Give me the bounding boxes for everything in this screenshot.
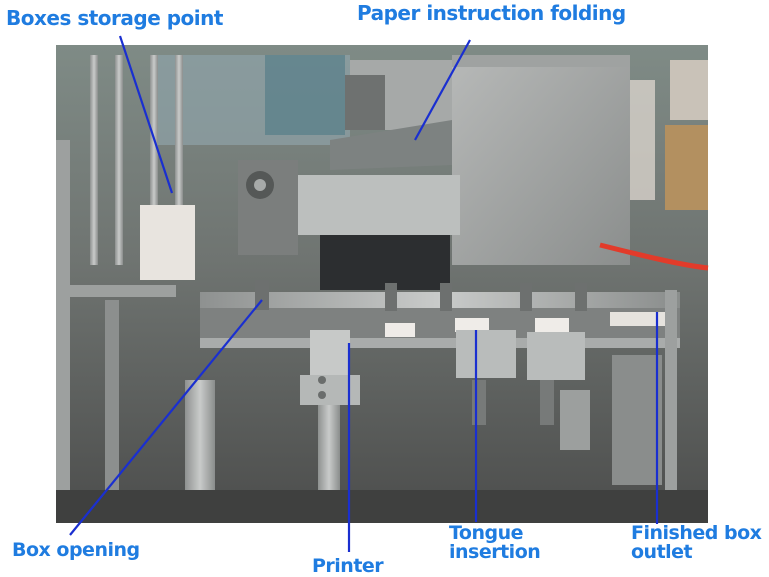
frame-post-right: [665, 290, 677, 490]
printer-plate: [300, 375, 360, 405]
label-tongue-line-1: Tongue: [449, 522, 524, 544]
tongue-plate-1: [456, 330, 516, 378]
white-sheet: [670, 60, 708, 120]
pointer-paper: [414, 39, 471, 141]
label-finished-box-outlet: Finished box outlet: [631, 522, 762, 563]
lower-cylinder: [185, 380, 215, 490]
box-on-conveyor: [385, 323, 415, 337]
pointer-opening: [69, 299, 263, 536]
label-tongue-line-2: insertion: [449, 541, 541, 563]
machine-base: [56, 490, 708, 523]
bolt: [318, 376, 326, 384]
frame-beam-left: [56, 285, 176, 297]
conveyor-rail-bottom: [200, 338, 680, 348]
box-on-conveyor: [535, 318, 569, 332]
pusher: [255, 280, 269, 310]
outlet-mechanism: [560, 390, 590, 450]
label-paper-instruction-folding: Paper instruction folding: [357, 1, 626, 25]
storage-rod-4: [175, 55, 183, 270]
printer-column: [318, 405, 340, 500]
finished-boxes: [610, 312, 665, 326]
folding-housing-top: [452, 55, 630, 67]
pusher: [385, 283, 397, 311]
label-tongue-insertion: Tongue insertion: [449, 522, 541, 563]
back-window-pane: [265, 55, 345, 135]
paper-feeder-block: [345, 75, 385, 130]
frame-post-left: [56, 140, 70, 510]
box-stack: [140, 205, 195, 280]
dark-motor-block: [320, 235, 450, 290]
gear-hub: [254, 179, 266, 191]
printer-head: [310, 330, 350, 375]
wooden-crate: [665, 125, 708, 210]
outlet-panel: [612, 355, 662, 485]
red-tube: [599, 242, 709, 271]
pointer-storage: [118, 35, 174, 194]
folding-housing: [452, 55, 630, 265]
paper-chute: [330, 120, 452, 170]
label-finished-line-2: outlet: [631, 541, 693, 563]
storage-rod-3: [150, 55, 158, 270]
storage-rod-1: [90, 55, 98, 265]
box-on-conveyor: [455, 318, 489, 332]
label-box-opening: Box opening: [12, 539, 140, 561]
tongue-plate-2: [527, 332, 585, 380]
label-finished-line-1: Finished box: [631, 522, 762, 544]
pusher: [520, 283, 532, 311]
label-printer: Printer: [312, 555, 384, 577]
tongue-cylinder: [472, 380, 486, 425]
storage-rod-2: [115, 55, 123, 265]
pusher: [440, 283, 452, 311]
tongue-cylinder: [540, 380, 554, 425]
conveyor-body: [200, 308, 680, 338]
frame-post-mid: [105, 300, 119, 500]
bolt: [318, 391, 326, 399]
label-boxes-storage-point: Boxes storage point: [6, 6, 223, 30]
mid-mechanism-plate: [290, 175, 460, 235]
pusher: [575, 283, 587, 311]
